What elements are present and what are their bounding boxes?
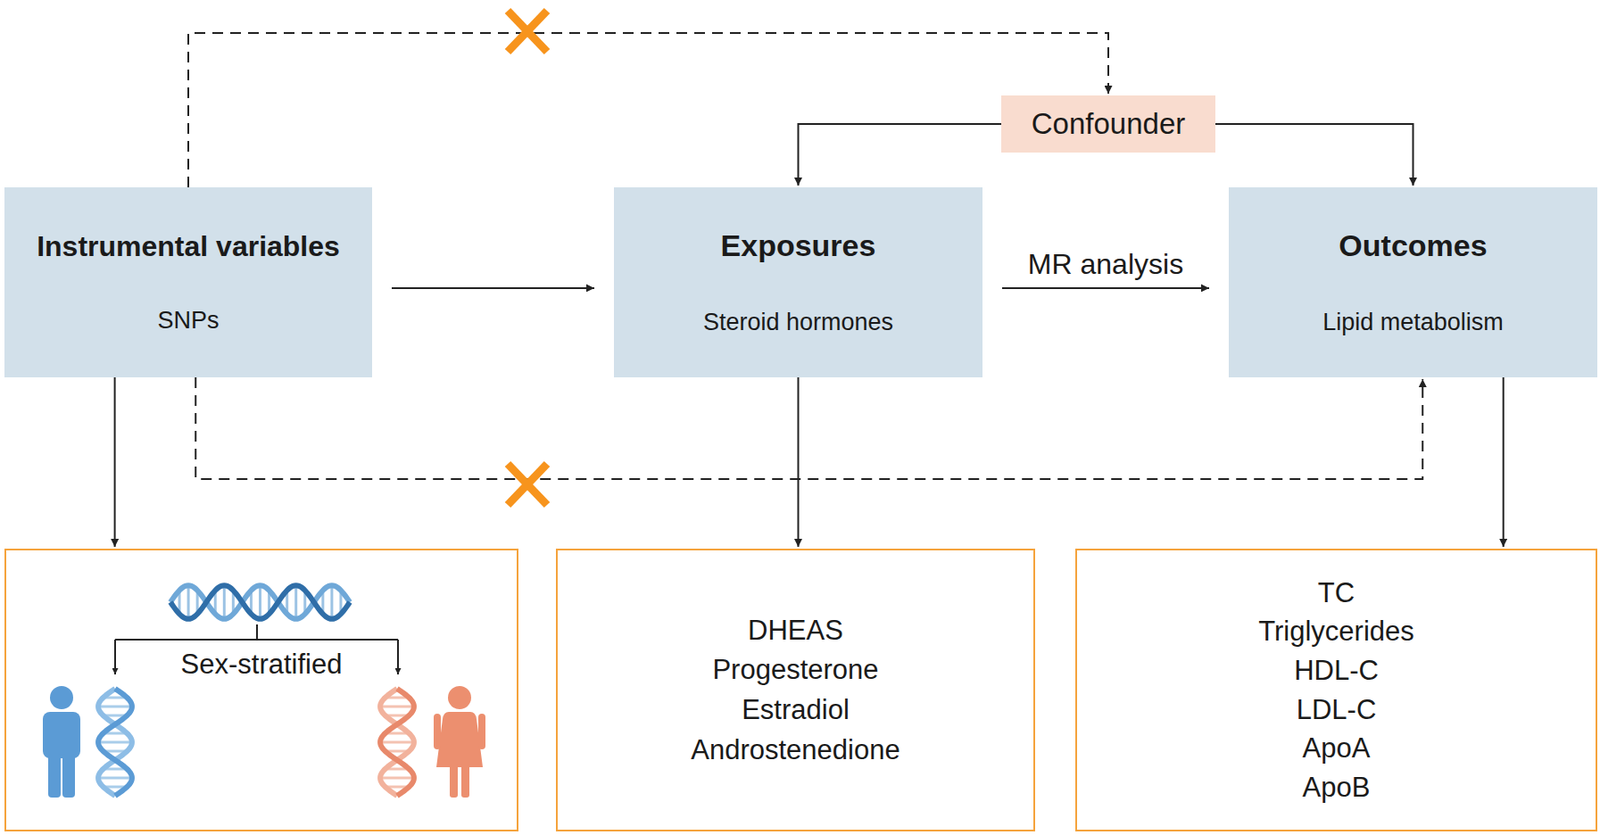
box-text: ApoA [1302, 732, 1371, 765]
cross-mark [507, 10, 548, 52]
arrow-connector [797, 377, 800, 548]
outcome-box: OutcomesLipid metabolism [1228, 187, 1598, 378]
box-text: Androstenedione [690, 734, 900, 767]
box-text: Lipid metabolism [1322, 308, 1504, 337]
instrument-box: Instrumental variablesSNPs [4, 187, 373, 378]
split-bar [115, 638, 398, 641]
box-heading: Exposures [721, 228, 877, 264]
dna-strand [170, 585, 350, 620]
figure-arm [433, 713, 441, 750]
edge-label: MR analysis [1024, 248, 1187, 282]
figure-leg [461, 763, 470, 798]
split-arrow [114, 639, 117, 675]
arrow-connector [391, 287, 595, 290]
box-text: Estradiol [741, 694, 850, 727]
arrow-connector [1002, 287, 1210, 290]
box-text: HDL-C [1293, 654, 1379, 688]
blocked-path-marks [507, 10, 548, 506]
exposure-box: ExposuresSteroid hormones [613, 187, 983, 378]
figure-leg [48, 754, 61, 798]
confounder-box: Confounder [1001, 95, 1216, 153]
box-text: ApoB [1302, 771, 1371, 805]
box-text: Steroid hormones [703, 308, 894, 337]
box-text: Progesterone [712, 654, 879, 687]
split-arrow [397, 639, 399, 675]
box-text: LDL-C [1296, 694, 1377, 727]
female-figure [433, 686, 486, 798]
arrow-connector [1502, 377, 1505, 548]
box-heading: Instrumental variables [36, 230, 340, 264]
arrow-connector [1215, 124, 1414, 186]
box-text: Triglycerides [1258, 615, 1415, 648]
excluded-path-connector [195, 377, 1423, 480]
figure-head [49, 686, 74, 710]
dna-rung [382, 705, 412, 709]
box-heading: Outcomes [1338, 228, 1487, 264]
sex-stratified-panel: Sex-stratified [4, 548, 519, 832]
dna-rung [330, 588, 333, 617]
exposure-list-panel: DHEAS ProgesteroneEstradiolAndrostenedion… [555, 548, 1036, 832]
dna-rung [258, 588, 262, 617]
box-text: SNPs [157, 306, 219, 335]
dna-helices [98, 585, 415, 796]
outcome-list-panel: TC TriglyceridesHDL-C LDL-C ApoA ApoB [1075, 548, 1598, 832]
dna-rung [223, 588, 226, 617]
dna-strand [98, 688, 133, 796]
box-text: DHEAS [747, 614, 844, 647]
cross-mark [507, 464, 548, 506]
dna-strand [380, 688, 415, 796]
figure-head [447, 686, 472, 710]
dna-rung [100, 741, 130, 745]
dna-rung [100, 777, 130, 780]
dna-rung [100, 705, 130, 709]
figure-leg [449, 763, 458, 798]
box-text: TC [1318, 577, 1355, 610]
male-figure [42, 686, 81, 798]
box-text: Confounder [1031, 107, 1186, 141]
figure-dress [436, 712, 483, 768]
dna-rung [294, 588, 298, 617]
dna-rung [187, 588, 191, 617]
cross-mark [507, 10, 548, 52]
dna-strand [380, 688, 415, 796]
figure-body [42, 712, 81, 759]
dna-strand [170, 585, 350, 620]
arrow-connector [114, 377, 117, 548]
dna-strand [98, 688, 133, 796]
box-text: Sex-stratified [181, 648, 343, 681]
split-stem [256, 624, 258, 640]
cross-mark [507, 464, 548, 506]
excluded-path-connector [188, 33, 1109, 188]
figure-leg [62, 754, 75, 798]
dna-rung [382, 777, 412, 780]
arrow-connector [798, 124, 1003, 186]
dna-rung [382, 741, 412, 745]
figure-arm [478, 713, 486, 750]
